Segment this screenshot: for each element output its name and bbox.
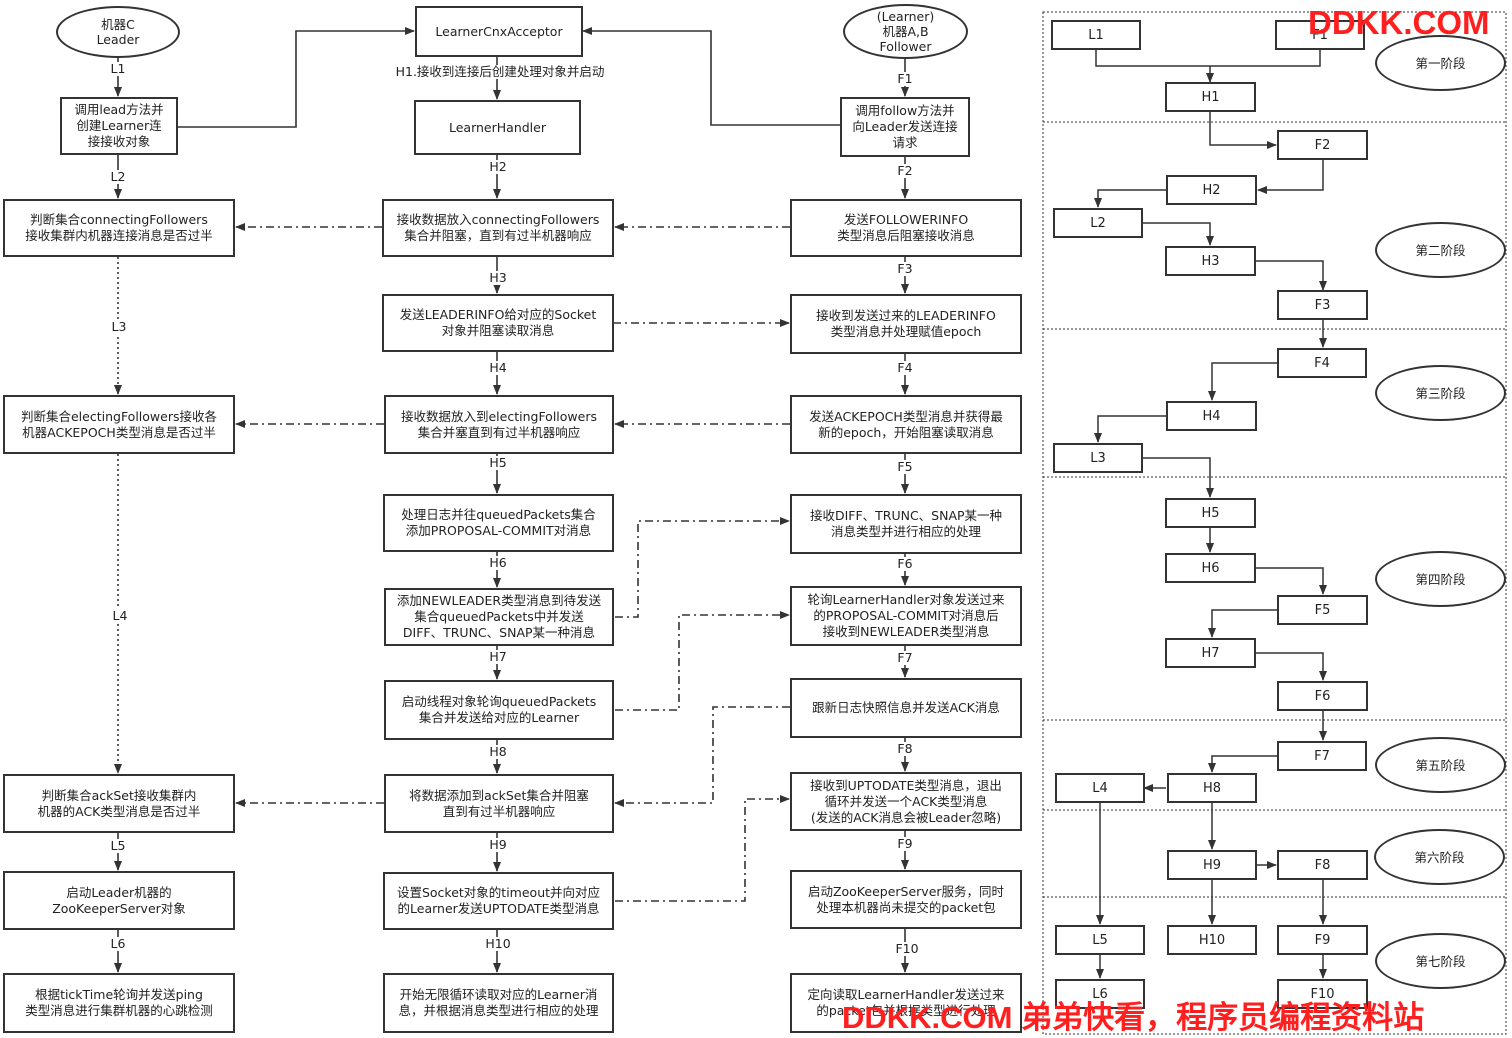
timeline-l1: L1 (1051, 20, 1141, 50)
node-add-ackset: 将数据添加到ackSet集合并阻塞 直到有过半机器响应 (384, 774, 614, 833)
node-update-snapshot: 跟新日志快照信息并发送ACK消息 (790, 678, 1022, 738)
edge-label-h10: H10 (484, 936, 512, 951)
node-directed-read: 定向读取LearnerHandler发送过来 的packet包并根据类型进行处理 (790, 973, 1022, 1033)
timeline-h5: H5 (1165, 498, 1256, 528)
node-add-newleader: 添加NEWLEADER类型消息到待发送 集合queuedPackets中并发送 … (384, 588, 614, 646)
node-send-followerinfo: 发送FOLLOWERINFO 类型消息后阻塞接收消息 (790, 199, 1022, 257)
edge-label-l2: L2 (109, 169, 127, 184)
edge-lead-acceptor (178, 27, 415, 128)
timeline-f1: F1 (1275, 20, 1365, 50)
timeline-f7: F7 (1277, 741, 1367, 771)
timeline-l3: L3 (1053, 443, 1143, 473)
edge-label-f9: F9 (896, 836, 914, 851)
edge-uptodate-recv (615, 795, 790, 902)
timeline-h3: H3 (1165, 246, 1256, 276)
timeline-h7: H7 (1165, 638, 1256, 668)
edge-label-f7: F7 (896, 650, 914, 665)
node-send-leaderinfo: 发送LEADERINFO给对应的Socket 对象并阻塞读取消息 (382, 294, 614, 352)
timeline-h1: H1 (1165, 82, 1256, 112)
timeline-l2: L2 (1053, 208, 1143, 238)
node-process-log: 处理日志并往queuedPackets集合 添加PROPOSAL-COMMIT对… (383, 494, 614, 552)
node-judge-ackset: 判断集合ackSet接收集群内 机器的ACK类型消息是否过半 (3, 774, 235, 833)
edge-thread-poll (615, 611, 790, 711)
watermark-bottom: DDKK.COM 弟弟快看，程序员编程资料站 (842, 1000, 1425, 1035)
edge-label-l1: L1 (109, 61, 127, 76)
stage-frame (1042, 11, 1507, 1035)
edge-label-f2: F2 (896, 163, 914, 178)
stage-5: 第五阶段 (1375, 737, 1506, 793)
edge-newleader-diff (615, 517, 790, 618)
stage-4: 第四阶段 (1375, 551, 1506, 607)
timeline-f6: F6 (1277, 681, 1368, 711)
edge-label-l5: L5 (109, 838, 127, 853)
edge-label-f10: F10 (894, 941, 920, 956)
timeline-f10: F10 (1277, 979, 1368, 1009)
edge-label-h9: H9 (488, 837, 508, 852)
edge-label-f4: F4 (896, 360, 914, 375)
stage-3: 第三阶段 (1375, 365, 1506, 421)
edge-label-h5: H5 (488, 455, 508, 470)
node-start-leader: 启动Leader机器的 ZooKeeperServer对象 (3, 871, 235, 930)
timeline-h9: H9 (1167, 850, 1257, 880)
node-poll-handler: 轮询LearnerHandler对象发送过来 的PROPOSAL-COMMIT对… (790, 586, 1022, 646)
timeline-l4: L4 (1055, 773, 1145, 803)
timeline-h8: H8 (1167, 773, 1257, 803)
timeline-f8: F8 (1277, 850, 1368, 880)
node-judge-connecting: 判断集合connectingFollowers 接收集群内机器连接消息是否过半 (3, 199, 235, 257)
edge-label-h1: H1.接收到连接后创建处理对象并启动 (394, 64, 606, 79)
timeline-l6: L6 (1055, 979, 1145, 1009)
edge-label-l6: L6 (109, 936, 127, 951)
node-recv-electing: 接收数据放入到electingFollowers 集合并塞直到有过半机器响应 (384, 395, 614, 454)
timeline-l5: L5 (1055, 925, 1145, 955)
node-recv-leaderinfo: 接收到发送过来的LEADERINFO 类型消息并处理赋值epoch (790, 294, 1022, 354)
edge-label-f1: F1 (896, 71, 914, 86)
edge-label-l3: L3 (110, 319, 128, 334)
timeline-f3: F3 (1277, 290, 1368, 320)
watermark-top: DDKK.COM (1308, 4, 1490, 41)
timeline-f2: F2 (1277, 130, 1368, 160)
timeline-f4: F4 (1277, 348, 1367, 378)
stage-7: 第七阶段 (1375, 933, 1506, 989)
edge-label-h3: H3 (488, 270, 508, 285)
node-judge-electing: 判断集合electingFollowers接收各 机器ACKEPOCH类型消息是… (3, 395, 235, 454)
edge-label-l4: L4 (111, 608, 129, 623)
edge-label-h7: H7 (488, 649, 508, 664)
edge-label-h8: H8 (488, 744, 508, 759)
timeline-f9: F9 (1277, 925, 1368, 955)
node-recv-connecting: 接收数据放入connectingFollowers 集合并阻塞，直到有过半机器响… (382, 199, 614, 257)
node-leader-c: 机器C Leader (56, 6, 180, 58)
stage-2: 第二阶段 (1375, 222, 1506, 278)
node-lead-call: 调用lead方法并 创建Learner连 接接收对象 (60, 97, 178, 155)
node-heartbeat: 根据tickTime轮询并发送ping 类型消息进行集群机器的心跳检测 (3, 973, 235, 1033)
timeline-f5: F5 (1277, 595, 1368, 625)
node-follower-ab: (Learner) 机器A,B Follower (843, 4, 968, 59)
stage-6: 第六阶段 (1374, 829, 1505, 885)
node-recv-uptodate: 接收到UPTODATE类型消息，退出 循环并发送一个ACK类型消息 (发送的AC… (790, 772, 1022, 831)
timeline-h4: H4 (1166, 401, 1257, 431)
edge-label-f3: F3 (896, 261, 914, 276)
stage-1: 第一阶段 (1375, 35, 1506, 91)
edge-label-h6: H6 (488, 555, 508, 570)
node-start-zk: 启动ZooKeeperServer服务，同时 处理本机器尚未提交的packet包 (790, 870, 1022, 929)
edge-follow-acceptor (582, 27, 840, 126)
edge-label-f8: F8 (896, 741, 914, 756)
node-loop-read: 开始无限循环读取对应的Learner消 息，并根据消息类型进行相应的处理 (383, 973, 614, 1033)
node-set-socket: 设置Socket对象的timeout并向对应 的Learner发送UPTODAT… (383, 872, 614, 930)
timeline-h10: H10 (1167, 925, 1257, 955)
edge-label-h2: H2 (488, 159, 508, 174)
node-start-thread: 启动线程对象轮询queuedPackets 集合并发送给对应的Learner (384, 680, 614, 740)
node-send-ackepoch: 发送ACKEPOCH类型消息并获得最 新的epoch，开始阻塞读取消息 (790, 395, 1022, 454)
edge-label-f6: F6 (896, 556, 914, 571)
timeline-h2: H2 (1166, 175, 1257, 205)
edge-snapshot-ackset (614, 706, 790, 807)
node-acceptor: LearnerCnxAcceptor (415, 6, 583, 57)
node-recv-diff: 接收DIFF、TRUNC、SNAP某一种 消息类型并进行相应的处理 (790, 494, 1022, 554)
edge-label-h4: H4 (488, 360, 508, 375)
node-follow-call: 调用follow方法并 向Leader发送连接 请求 (840, 97, 970, 157)
timeline-h6: H6 (1165, 553, 1256, 583)
edge-label-f5: F5 (896, 459, 914, 474)
node-handler: LearnerHandler (414, 100, 581, 155)
